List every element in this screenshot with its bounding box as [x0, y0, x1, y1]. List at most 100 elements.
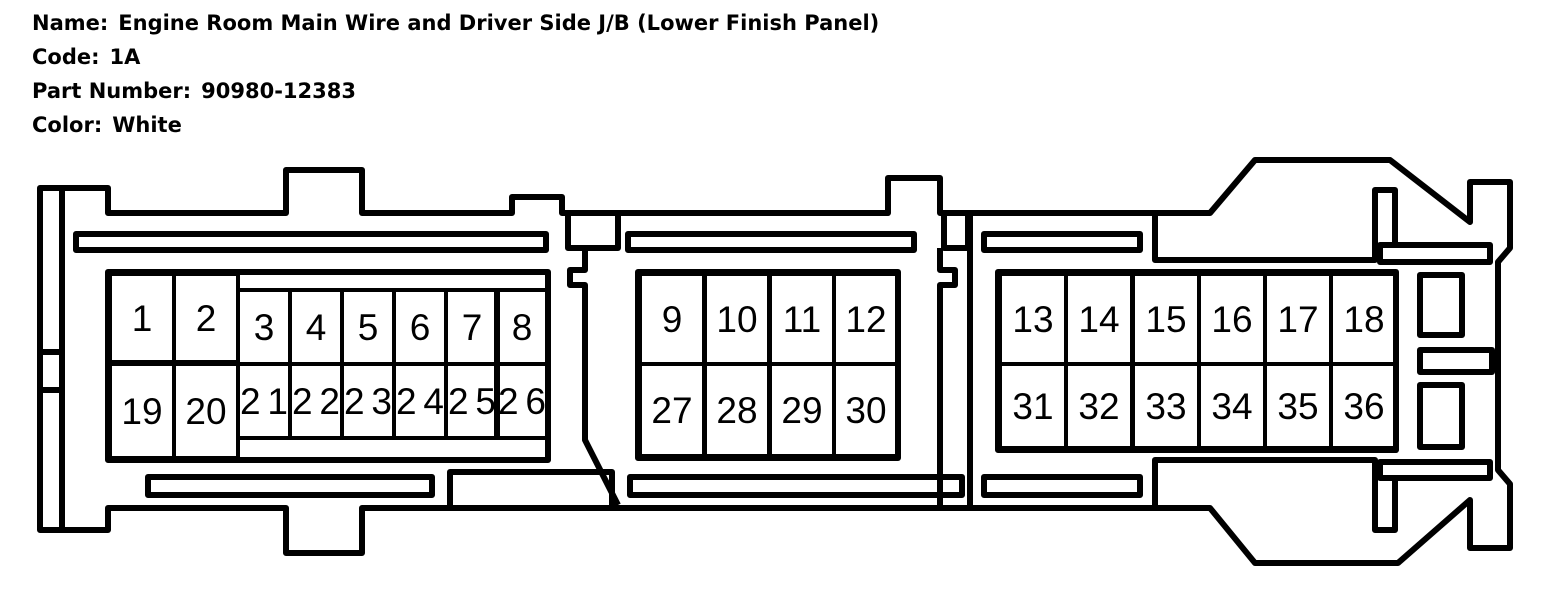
pin-number: 21 — [240, 381, 288, 422]
lock-bar-top-3 — [981, 231, 1143, 253]
pin-1: 1 — [108, 272, 176, 364]
name-value: Engine Room Main Wire and Driver Side J/… — [118, 11, 880, 35]
pin-cavity — [1329, 362, 1399, 450]
pin-11: 11 — [768, 272, 836, 366]
pin-27: 27 — [638, 362, 706, 458]
pin-26: 26 — [494, 362, 550, 440]
lock-bar-bottom-divider — [447, 469, 615, 505]
pin-number: 25 — [448, 381, 496, 422]
pin-number: 23 — [344, 381, 392, 422]
pin-number: 11 — [783, 299, 821, 340]
pin-number: 36 — [1343, 386, 1384, 427]
pin-number: 14 — [1078, 299, 1119, 340]
pin-16: 16 — [1197, 272, 1267, 366]
pin-3: 3 — [236, 288, 292, 366]
pin-29: 29 — [768, 362, 836, 458]
pin-10: 10 — [703, 272, 771, 366]
pin-number: 17 — [1277, 299, 1318, 340]
lock-bar-bottom-2 — [627, 474, 965, 498]
pin-number: 34 — [1211, 386, 1252, 427]
color-label: Color: — [32, 113, 103, 137]
pin-number: 6 — [410, 307, 431, 348]
lock-bar-top-2 — [625, 231, 917, 253]
pin-31: 31 — [998, 362, 1068, 450]
pin-25: 25 — [444, 362, 500, 440]
pin-number: 22 — [292, 381, 340, 422]
pin-15: 15 — [1131, 272, 1201, 366]
pin-number: 10 — [716, 299, 757, 340]
pin-number: 9 — [662, 299, 683, 340]
pin-number: 4 — [306, 307, 327, 348]
pin-number: 31 — [1012, 386, 1053, 427]
code-value: 1A — [109, 45, 141, 69]
pin-number: 18 — [1343, 299, 1384, 340]
pin-24: 24 — [392, 362, 448, 440]
pin-34: 34 — [1197, 362, 1267, 450]
pin-9: 9 — [638, 272, 706, 366]
pin-cavity — [832, 362, 900, 458]
pin-number: 30 — [845, 390, 886, 431]
pin-8: 8 — [494, 288, 550, 366]
pin-number: 20 — [185, 391, 226, 432]
right-cap-top — [1152, 187, 1398, 263]
pin-32: 32 — [1064, 362, 1134, 450]
pin-number: 32 — [1078, 386, 1119, 427]
connector-name: Name: Engine Room Main Wire and Driver Si… — [32, 11, 879, 35]
pin-number: 24 — [396, 381, 444, 422]
pin-number: 5 — [358, 307, 379, 348]
pin-number: 13 — [1012, 299, 1053, 340]
pin-number: 19 — [121, 391, 162, 432]
pin-21: 21 — [236, 362, 292, 440]
pin-5: 5 — [340, 288, 396, 366]
connector-color: Color: White — [32, 113, 182, 137]
pin-number: 15 — [1145, 299, 1186, 340]
connector-housing — [37, 157, 1513, 566]
pin-2: 2 — [172, 272, 240, 364]
pin-19: 19 — [108, 362, 176, 460]
name-label: Name: — [32, 11, 109, 35]
divider-left — [567, 248, 621, 507]
pin-35: 35 — [1263, 362, 1333, 450]
part-number-label: Part Number: — [32, 79, 192, 103]
right-bars — [1377, 242, 1493, 481]
divider-right — [937, 248, 958, 505]
pin-20: 20 — [172, 362, 240, 460]
pin-6: 6 — [392, 288, 448, 366]
color-value: White — [112, 113, 182, 137]
pin-30: 30 — [832, 362, 900, 458]
pin-28: 28 — [703, 362, 771, 458]
latch-slot-left — [565, 216, 621, 251]
housing-outline — [37, 157, 1513, 566]
pin-4: 4 — [288, 288, 344, 366]
pin-number: 29 — [781, 390, 822, 431]
pin-13: 13 — [998, 272, 1068, 366]
left-notch — [40, 349, 62, 393]
pin-number: 2 — [196, 298, 217, 339]
pin-14: 14 — [1064, 272, 1134, 366]
pin-number: 33 — [1145, 386, 1186, 427]
connector-code: Code: 1A — [32, 45, 140, 69]
pin-7: 7 — [444, 288, 500, 366]
pin-number: 16 — [1211, 299, 1252, 340]
pin-cavity — [494, 362, 550, 440]
code-label: Code: — [32, 45, 100, 69]
latch-slot-right — [941, 216, 971, 251]
pin-number: 8 — [512, 307, 533, 348]
lock-bar-top-1 — [73, 231, 549, 253]
right-windows — [1417, 272, 1495, 450]
part-number-value: 90980-12383 — [201, 79, 356, 103]
pin-number: 27 — [651, 390, 692, 431]
connector-part-number: Part Number: 90980-12383 — [32, 79, 356, 103]
pin-number: 7 — [462, 307, 483, 348]
lock-bar-bottom-3 — [981, 474, 1143, 498]
right-cap-bottom — [1152, 457, 1398, 533]
pin-number: 28 — [716, 390, 757, 431]
pin-number: 1 — [132, 298, 153, 339]
pin-36: 36 — [1329, 362, 1399, 450]
pin-18: 18 — [1329, 272, 1399, 366]
pin-12: 12 — [832, 272, 900, 366]
pin-number: 12 — [845, 299, 886, 340]
pin-23: 23 — [340, 362, 396, 440]
